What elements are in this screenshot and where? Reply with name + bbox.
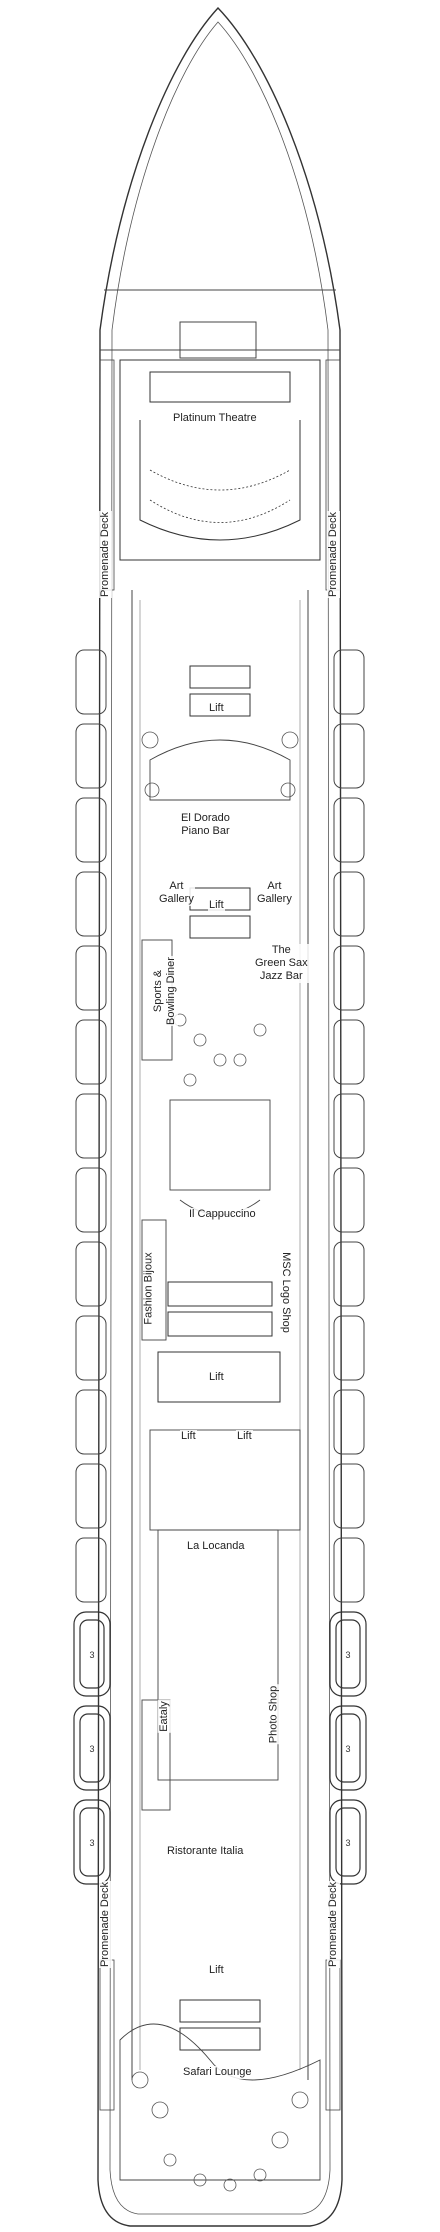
theatre-seating <box>149 499 291 523</box>
lounge-seating <box>131 731 309 2192</box>
theatre-block <box>119 359 321 561</box>
promenade-strip <box>99 1959 115 2111</box>
lifeboat-mark: 3 <box>345 1744 350 1754</box>
lifeboats <box>73 1611 367 1885</box>
lift-label: Lift <box>208 1964 225 1977</box>
venue-eataly[interactable]: Eataly <box>157 1700 171 1733</box>
lifeboat-mark: 3 <box>89 1838 94 1848</box>
lift-label: Lift <box>208 899 225 912</box>
lifeboat-mark: 3 <box>345 1650 350 1660</box>
venue-photo-shop[interactable]: Photo Shop <box>267 1684 281 1745</box>
promenade-deck-label: Promenade Deck <box>327 511 340 598</box>
hull-outline <box>97 6 343 2227</box>
theatre-stage <box>149 371 291 403</box>
bow-hatch <box>179 321 257 359</box>
promenade-deck-label: Promenade Deck <box>327 1881 340 1968</box>
venue-sports-bowling[interactable]: Sports & Bowling Diner <box>151 956 178 1026</box>
venue-msc-logo-shop[interactable]: MSC Logo Shop <box>278 1251 292 1334</box>
venue-art-gallery-right[interactable]: Art Gallery <box>256 880 293 906</box>
side-pods <box>75 649 365 1603</box>
lift-label: Lift <box>236 1430 253 1443</box>
venue-green-sax[interactable]: The Green Sax Jazz Bar <box>254 944 309 983</box>
lift-label: Lift <box>180 1430 197 1443</box>
venue-il-cappuccino[interactable]: Il Cappuccino <box>188 1208 257 1221</box>
venue-la-locanda[interactable]: La Locanda <box>186 1540 246 1553</box>
venue-fashion-bijoux[interactable]: Fashion Bijoux <box>142 1251 156 1326</box>
theatre-seating <box>149 469 291 491</box>
venue-ristorante-italia[interactable]: Ristorante Italia <box>166 1845 245 1858</box>
venue-safari-lounge[interactable]: Safari Lounge <box>182 2066 253 2079</box>
theatre-seating <box>139 420 301 541</box>
lift-label: Lift <box>208 1371 225 1384</box>
lift-label: Lift <box>208 702 225 715</box>
lift-bank <box>157 665 281 2051</box>
venue-platinum-theatre[interactable]: Platinum Theatre <box>172 412 258 425</box>
lifeboat-mark: 3 <box>89 1650 94 1660</box>
promenade-deck-label: Promenade Deck <box>99 1881 112 1968</box>
inner-hull <box>109 21 331 2215</box>
promenade-deck-label: Promenade Deck <box>99 511 112 598</box>
lifeboat-mark: 3 <box>89 1744 94 1754</box>
lifeboat-mark: 3 <box>345 1838 350 1848</box>
venue-el-dorado[interactable]: El Dorado Piano Bar <box>180 812 231 838</box>
venue-art-gallery-left[interactable]: Art Gallery <box>158 880 195 906</box>
promenade-strip <box>325 1959 341 2111</box>
